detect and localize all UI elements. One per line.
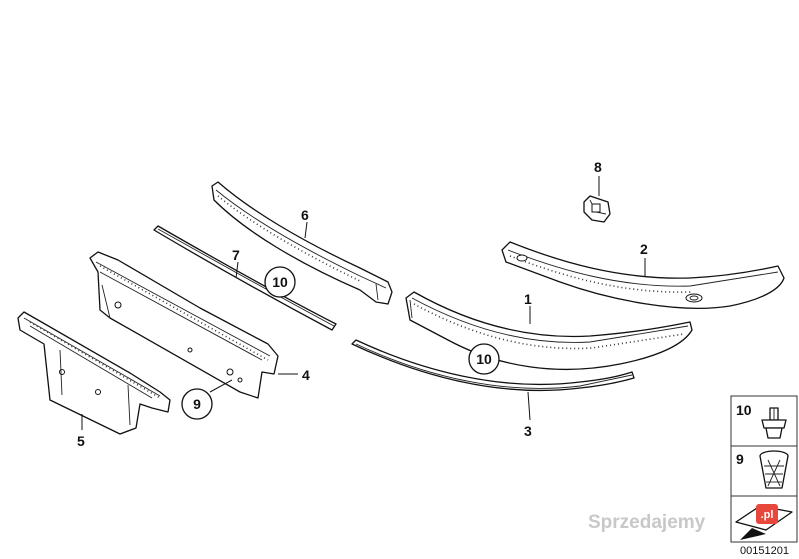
callout-8: 8 — [594, 159, 602, 175]
watermark-badge — [756, 504, 778, 524]
part-8-clip — [583, 195, 611, 223]
part-2-right-trim — [501, 241, 785, 309]
legend-panel: 10 9 — [730, 395, 798, 543]
legend-label-10: 10 — [736, 402, 752, 418]
part-5-plate-base — [17, 311, 171, 435]
leader-lines — [81, 176, 646, 430]
circled-callout-9: 9 — [181, 388, 213, 420]
circled-callout-10-upper: 10 — [264, 266, 296, 298]
part-7-trim-strip — [153, 225, 337, 331]
callout-7: 7 — [232, 247, 240, 263]
callout-3: 3 — [524, 423, 532, 439]
circled-callout-10-lower: 10 — [468, 343, 500, 375]
callout-6: 6 — [301, 207, 309, 223]
doc-number: 00151201 — [740, 545, 789, 557]
part-3-lower-strip — [351, 339, 635, 392]
callout-4: 4 — [302, 367, 310, 383]
legend-label-9: 9 — [736, 451, 744, 467]
svg-text:10: 10 — [476, 351, 492, 367]
part-4-bracket — [89, 251, 279, 399]
callout-2: 2 — [640, 241, 648, 257]
part-6-upper-trim — [211, 181, 393, 305]
push-rivet-icon — [761, 407, 787, 439]
callout-1: 1 — [524, 291, 532, 307]
svg-text:10: 10 — [272, 274, 288, 290]
svg-text:9: 9 — [193, 396, 201, 412]
watermark: Sprzedajemy .pl — [588, 504, 778, 533]
svg-text:Sprzedajemy: Sprzedajemy — [588, 512, 706, 533]
svg-text:.pl: .pl — [761, 509, 774, 521]
callout-5: 5 — [77, 433, 85, 449]
grommet-icon — [759, 450, 789, 489]
